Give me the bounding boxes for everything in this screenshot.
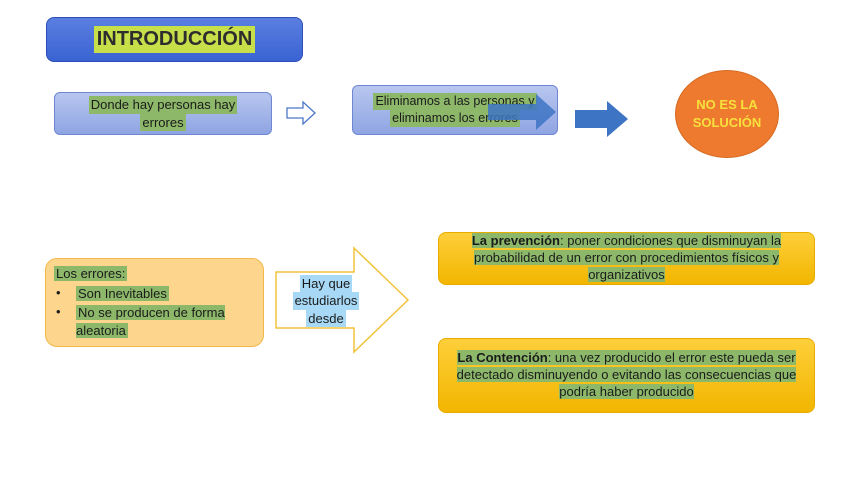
not-solution-oval: NO ES LA SOLUCIÓN: [675, 70, 779, 158]
solid-arrow-icon: [575, 101, 628, 137]
study-label-line2: estudiarlos: [292, 292, 360, 310]
page-title: INTRODUCCIÓN: [93, 26, 256, 53]
outline-arrow-icon: [286, 100, 316, 126]
people-errors-line1: Donde hay personas hay: [88, 95, 238, 114]
errors-list: Son Inevitables No se producen de forma …: [54, 285, 255, 340]
people-errors-box: Donde hay personas hay errores: [54, 92, 272, 135]
overlay-arrow-icon: [488, 94, 556, 130]
study-label-line1: Hay que: [299, 274, 353, 293]
list-item: No se producen de forma aleatoria: [54, 304, 255, 339]
errors-heading: Los errores:: [54, 266, 128, 281]
prevention-term: La prevención: [471, 233, 560, 249]
study-label-line3: desde: [306, 309, 346, 328]
containment-box: La Contención: una vez producido el erro…: [438, 338, 815, 413]
containment-term: La Contención: [457, 350, 548, 366]
errors-box: Los errores: Son Inevitables No se produ…: [45, 258, 264, 347]
prevention-box: La prevención: poner condiciones que dis…: [438, 232, 815, 285]
not-solution-line2: SOLUCIÓN: [692, 115, 762, 130]
title-box: INTRODUCCIÓN: [46, 17, 303, 62]
not-solution-line1: NO ES LA: [696, 97, 758, 113]
study-label: Hay que estudiarlos desde: [276, 271, 376, 331]
people-errors-line2: errores: [140, 113, 186, 132]
eliminate-people-line2: eliminamos los errores: [390, 110, 520, 127]
list-item: Son Inevitables: [54, 285, 255, 303]
